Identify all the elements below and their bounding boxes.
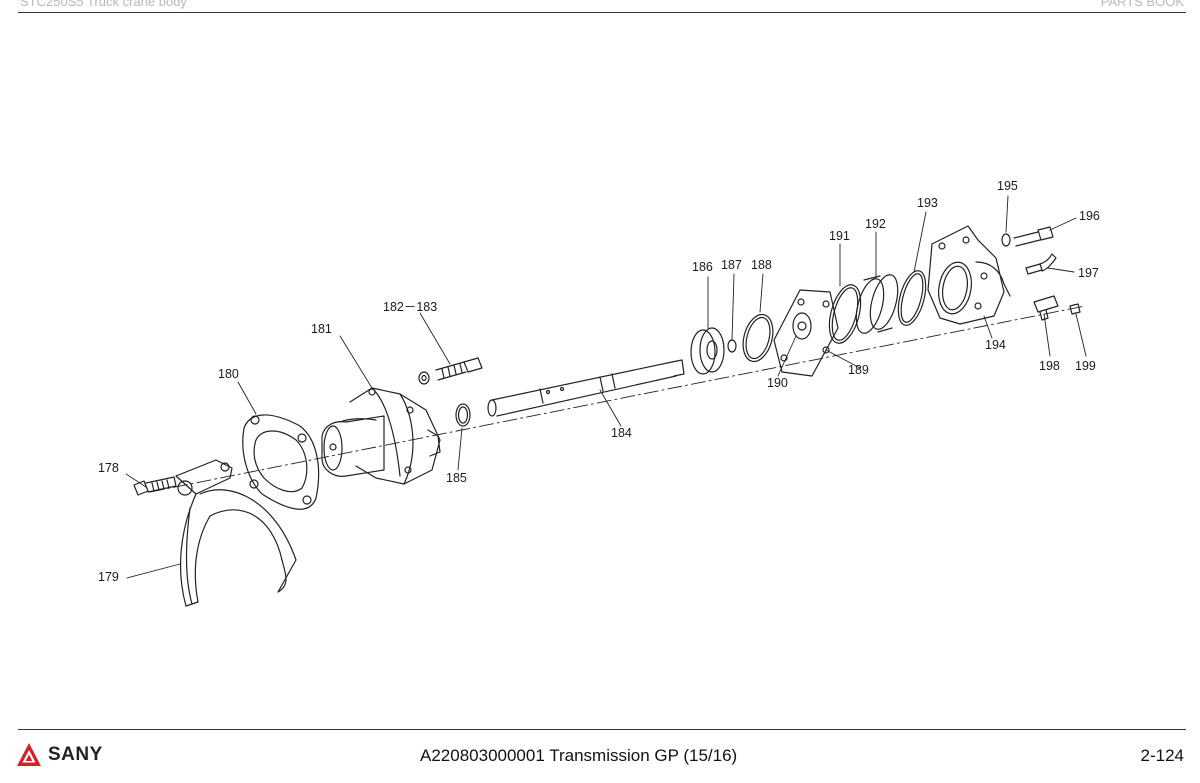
callout-labels: 178 179 180 181 182－183 184 185 186 187 …: [98, 179, 1100, 584]
bottom-rule: [18, 729, 1186, 730]
callout-191: 191: [829, 229, 850, 243]
callout-181: 181: [311, 322, 332, 336]
document-title: STC250S5 Truck crane body: [20, 0, 187, 9]
leader-lines: [125, 195, 1087, 579]
callout-186: 186: [692, 260, 713, 274]
page-number: 2-124: [1140, 746, 1184, 765]
callout-190: 190: [767, 376, 788, 390]
callout-196: 196: [1079, 209, 1100, 223]
callout-188: 188: [751, 258, 772, 272]
part-179-fork: [175, 459, 297, 607]
callout-197: 197: [1078, 266, 1099, 280]
callout-180: 180: [218, 367, 239, 381]
part-188-oring: [742, 313, 774, 363]
part-181-housing: [321, 387, 441, 485]
sany-logo: SANY: [16, 742, 103, 768]
part-186-disk: [690, 327, 725, 375]
callout-185: 185: [446, 471, 467, 485]
callout-195: 195: [997, 179, 1018, 193]
callout-198: 198: [1039, 359, 1060, 373]
callout-192: 192: [865, 217, 886, 231]
footer-title: A220803000001 Transmission GP (15/16): [420, 746, 738, 765]
sany-logo-mark-icon: [17, 743, 41, 766]
assembly-axis: [149, 305, 1086, 493]
callout-178: 178: [98, 461, 119, 475]
part-194-cylinder: [927, 225, 1011, 325]
part-189-cover: [773, 289, 839, 377]
brand-name: SANY: [48, 744, 103, 765]
part-192-piston: [855, 274, 899, 334]
part-187-ring: [727, 339, 737, 353]
part-191-oring: [828, 284, 862, 344]
part-197-fitting: [1025, 253, 1057, 275]
callout-179: 179: [98, 570, 119, 584]
callout-189: 189: [848, 363, 869, 377]
part-199-plug: [1069, 303, 1081, 315]
part-195-washer: [1001, 233, 1011, 247]
part-182-183-bolt: [418, 357, 483, 385]
part-196-bolt: [1013, 226, 1054, 247]
part-184-shaft: [487, 359, 685, 417]
callout-193: 193: [917, 196, 938, 210]
callout-199: 199: [1075, 359, 1096, 373]
part-178-bolt: [133, 476, 177, 496]
callout-182-183: 182－183: [383, 300, 437, 314]
callout-187: 187: [721, 258, 742, 272]
part-180-gasket: [242, 414, 320, 510]
part-193-oring: [897, 270, 927, 326]
book-label: PARTS BOOK: [1100, 0, 1184, 9]
page-header: STC250S5 Truck crane body PARTS BOOK: [0, 0, 1200, 14]
callout-194: 194: [985, 338, 1006, 352]
top-rule: [18, 12, 1186, 13]
part-185-oring: [455, 403, 471, 427]
part-198-valve: [1033, 295, 1059, 321]
callout-184: 184: [611, 426, 632, 440]
